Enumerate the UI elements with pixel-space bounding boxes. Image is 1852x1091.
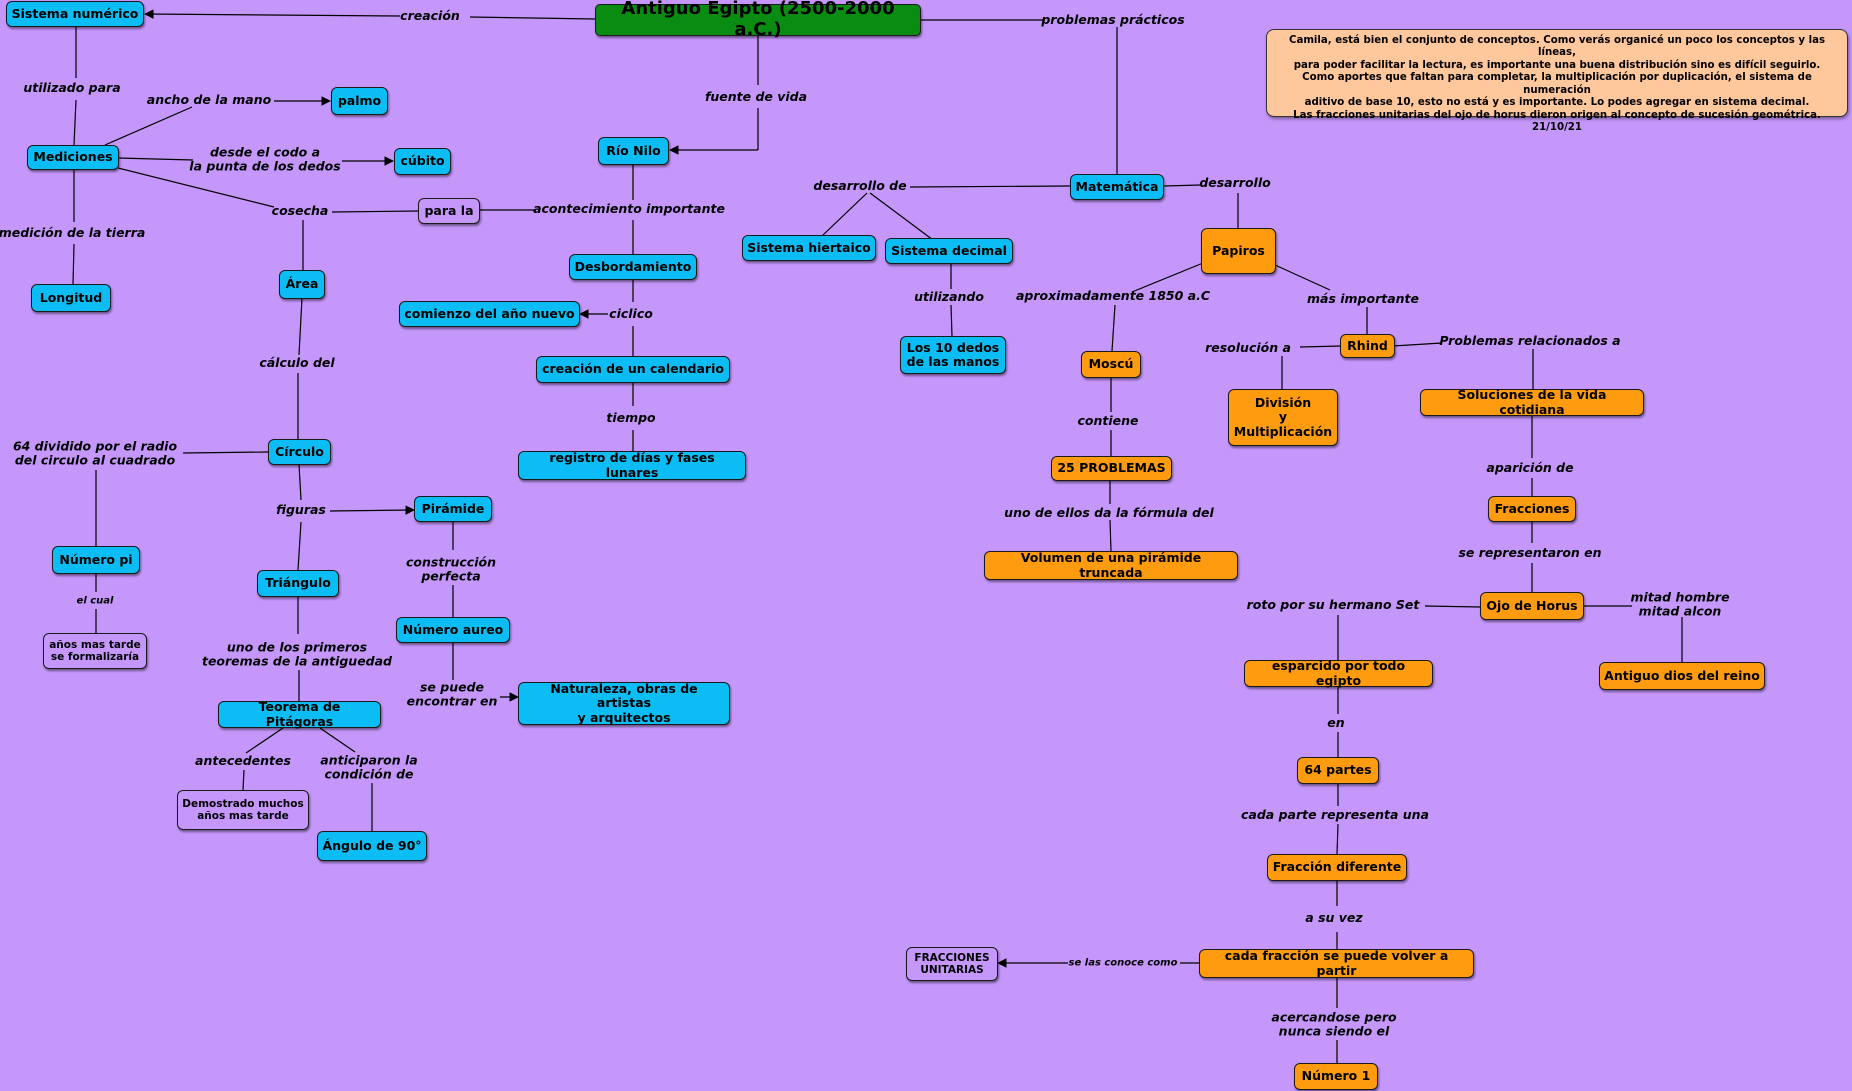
- node-comienzo-ano-nuevo[interactable]: comienzo del año nuevo: [399, 301, 580, 327]
- node-matematica[interactable]: Matemática: [1070, 174, 1164, 200]
- link-label-mas-importante: más importante: [1306, 290, 1420, 306]
- link-label-desarrollo-de: desarrollo de: [813, 177, 907, 193]
- node-palmo[interactable]: palmo: [331, 87, 388, 115]
- link-label-calculo-del: cálculo del: [259, 354, 335, 370]
- link-label-el-cual: el cual: [76, 595, 114, 607]
- link-label-en: en: [1327, 714, 1345, 730]
- link-label-utilizando: utilizando: [914, 288, 984, 304]
- node-papiros[interactable]: Papiros: [1201, 228, 1276, 274]
- node-naturaleza[interactable]: Naturaleza, obras de artistas y arquitec…: [518, 681, 730, 725]
- link-label-medicion-tierra: medición de la tierra: [0, 224, 146, 240]
- node-25-problemas[interactable]: 25 PROBLEMAS: [1051, 456, 1172, 481]
- node-numero-pi[interactable]: Número pi: [52, 546, 140, 574]
- link-label-figuras: figuras: [276, 501, 326, 517]
- node-para-la[interactable]: para la: [418, 198, 480, 224]
- node-rio-nilo[interactable]: Río Nilo: [598, 137, 669, 165]
- node-piramide[interactable]: Pirámide: [414, 496, 492, 522]
- node-registro[interactable]: registro de días y fases lunares: [518, 450, 746, 480]
- link-label-cada-parte: cada parte representa una: [1241, 806, 1429, 822]
- node-64-partes[interactable]: 64 partes: [1297, 757, 1379, 784]
- node-esparcido[interactable]: esparcido por todo egipto: [1244, 658, 1433, 687]
- node-demostrado[interactable]: Demostrado muchos años mas tarde: [177, 790, 309, 830]
- link-label-acercandose: acercandose pero nunca siendo el: [1271, 1009, 1397, 1039]
- node-triangulo[interactable]: Triángulo: [257, 570, 339, 597]
- link-label-problemas-relacionados: Problemas relacionados a: [1439, 332, 1621, 348]
- node-ojo-horus[interactable]: Ojo de Horus: [1480, 592, 1584, 620]
- node-longitud[interactable]: Longitud: [31, 284, 111, 312]
- node-antiguo-dios[interactable]: Antiguo dios del reino: [1599, 662, 1765, 690]
- node-numero-1[interactable]: Número 1: [1294, 1063, 1378, 1090]
- link-label-formula-del: uno de ellos da la fórmula del: [1004, 504, 1214, 520]
- link-label-anticiparon: anticiparon la condición de: [320, 752, 418, 782]
- link-label-tiempo: tiempo: [606, 409, 656, 425]
- node-volumen[interactable]: Volumen de una pirámide truncada: [984, 550, 1238, 580]
- node-soluciones[interactable]: Soluciones de la vida cotidiana: [1420, 387, 1644, 416]
- node-desbordamiento[interactable]: Desbordamiento: [569, 254, 697, 280]
- link-label-se-las-conoce: se las conoce como: [1068, 957, 1178, 969]
- node-moscu[interactable]: Moscú: [1081, 351, 1141, 378]
- link-label-contiene: contiene: [1077, 412, 1139, 428]
- link-label-pi-def: 64 dividido por el radio del circulo al …: [12, 438, 178, 468]
- link-label-creacion: creación: [400, 7, 460, 23]
- link-label-antecedentes: antecedentes: [195, 752, 291, 768]
- link-label-ancho-mano: ancho de la mano: [146, 91, 272, 107]
- link-label-roto-por: roto por su hermano Set: [1246, 596, 1420, 612]
- node-sistema-numerico[interactable]: Sistema numérico: [6, 1, 144, 27]
- link-label-aparicion-de: aparición de: [1486, 459, 1574, 475]
- link-label-a-su-vez: a su vez: [1305, 909, 1363, 925]
- node-fracciones-unitarias[interactable]: FRACCIONES UNITARIAS: [906, 947, 998, 981]
- root-node[interactable]: Antiguo Egipto (2500-2000 a.C.): [595, 0, 921, 40]
- link-label-primeros-teoremas: uno de los primeros teoremas de la antig…: [201, 639, 393, 669]
- node-sistema-decimal[interactable]: Sistema decimal: [885, 238, 1013, 264]
- node-teorema-pitagoras[interactable]: Teorema de Pitágoras: [218, 699, 381, 728]
- node-division[interactable]: División y Multiplicación: [1228, 389, 1338, 446]
- teacher-note: Camila, está bien el conjunto de concept…: [1266, 29, 1848, 133]
- node-calendario[interactable]: creación de un calendario: [536, 356, 730, 383]
- link-label-fuente-vida: fuente de vida: [704, 88, 808, 104]
- node-numero-aureo[interactable]: Número aureo: [396, 617, 510, 643]
- node-mediciones[interactable]: Mediciones: [27, 145, 119, 170]
- link-label-desarrollo: desarrollo: [1199, 174, 1271, 190]
- node-dedos[interactable]: Los 10 dedos de las manos: [900, 336, 1006, 374]
- node-anos-mas-tarde[interactable]: años mas tarde se formalizaría: [43, 633, 147, 669]
- link-label-construccion: construcción perfecta: [406, 554, 496, 584]
- node-rhind[interactable]: Rhind: [1340, 334, 1395, 358]
- link-label-mitad-hombre: mitad hombre mitad alcon: [1630, 589, 1730, 619]
- node-cubito[interactable]: cúbito: [394, 148, 451, 175]
- node-area[interactable]: Área: [279, 270, 325, 299]
- link-label-acontecimiento: acontecimiento importante: [533, 200, 725, 216]
- link-label-resolucion-a: resolución a: [1205, 339, 1291, 355]
- link-label-se-puede-encontrar: se puede encontrar en: [406, 679, 498, 709]
- link-label-cosecha: cosecha: [271, 202, 329, 218]
- node-sistema-hieratico[interactable]: Sistema hiertaico: [742, 235, 876, 261]
- link-label-ciclico: ciclico: [609, 305, 653, 321]
- node-angulo-90[interactable]: Ángulo de 90°: [317, 831, 427, 861]
- node-cada-fraccion[interactable]: cada fracción se puede volver a partir: [1199, 948, 1474, 978]
- node-fraccion-diferente[interactable]: Fracción diferente: [1267, 854, 1407, 881]
- link-label-aprox-1850: aproximadamente 1850 a.C: [1015, 287, 1211, 303]
- link-label-problemas-practicos: problemas prácticos: [1041, 11, 1185, 27]
- link-label-utilizado-para: utilizado para: [23, 79, 121, 95]
- node-fracciones[interactable]: Fracciones: [1488, 496, 1576, 522]
- link-label-se-representaron: se representaron en: [1458, 544, 1602, 560]
- link-label-desde-codo: desde el codo a la punta de los dedos: [189, 144, 341, 174]
- node-circulo[interactable]: Círculo: [268, 439, 331, 465]
